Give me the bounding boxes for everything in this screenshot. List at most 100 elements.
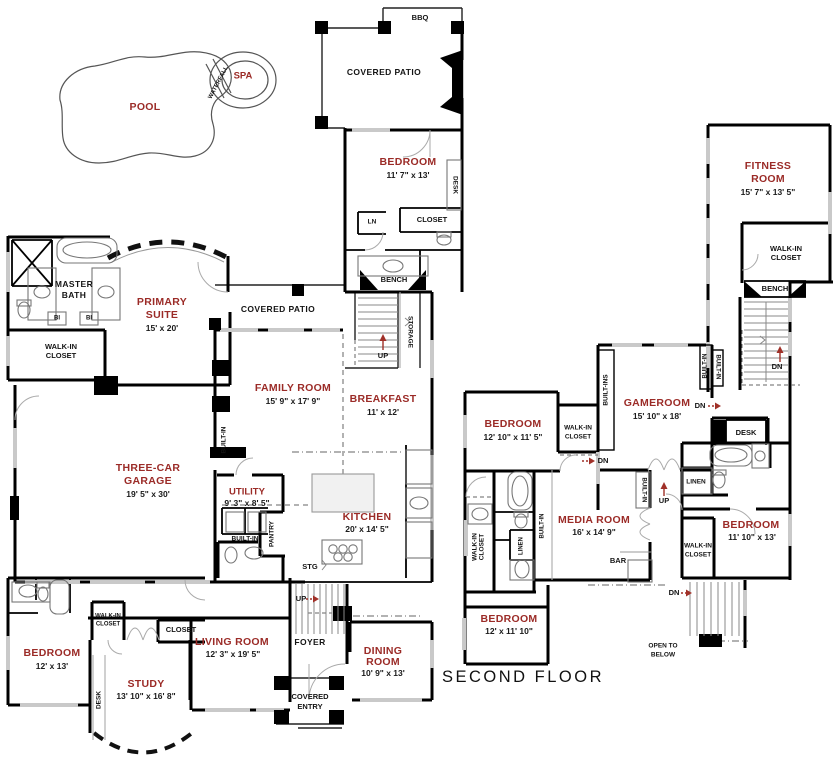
patio-fireplace	[440, 50, 463, 115]
spa-label: SPA	[233, 70, 253, 82]
pool-area	[59, 51, 277, 164]
master-bath-label-2: BATH	[61, 290, 87, 301]
study-dims: 13' 10" x 16' 8"	[116, 691, 176, 702]
master-bath-label-1: MASTER	[54, 279, 94, 290]
bedroom2-bottom-dims: 12' x 11' 10"	[485, 626, 533, 637]
kitchen-dims: 20' x 14' 5"	[345, 524, 389, 535]
bedroom2-right-walk-in-1: WALK-IN	[684, 542, 712, 550]
bedroom2-left-walk-in-2: CLOSET	[564, 433, 592, 441]
gameroom-dn-label: DN	[694, 400, 706, 410]
hall-built-in-label: BUILT-IN	[640, 477, 647, 503]
primary-suite-arch	[106, 239, 230, 261]
hall-up-label: UP	[658, 495, 670, 505]
bedroom2-bottom-label: BEDROOM	[480, 613, 538, 626]
bedroom-left-label: BEDROOM	[23, 647, 81, 660]
family-fireplace-left	[212, 360, 230, 376]
pantry-label: PANTRY	[268, 521, 276, 547]
floor1-fixtures	[11, 159, 462, 740]
living-room-dims: 12' 3" x 19' 5"	[205, 649, 261, 660]
desk2-label: DESK	[735, 427, 757, 437]
family-built-in-label: BUILT-IN	[220, 426, 228, 454]
hall-linen-label: LINEN	[686, 478, 706, 486]
garage-label-1: THREE-CAR	[115, 462, 181, 475]
bench2-label: BENCH	[761, 283, 789, 293]
floor1-stairs	[295, 297, 411, 634]
pool-outline	[59, 51, 232, 164]
mid-stairs-up-label: UP	[377, 350, 389, 360]
up-arrow-mid-stairs	[379, 334, 387, 350]
bedroom2-left-label: BEDROOM	[484, 418, 542, 431]
fitness-room-label-1: FITNESS	[744, 160, 792, 173]
bench-wedge-left	[360, 270, 378, 290]
bench2-wedge-right	[788, 281, 806, 297]
built-in-abbr-left: BI	[54, 315, 60, 322]
fitness-room-dims: 15' 7" x 13' 5"	[740, 187, 796, 198]
master-walk-in-label-2: CLOSET	[45, 350, 77, 360]
foyer-label: FOYER	[294, 637, 326, 648]
fitness-walk-in-label-1: WALK-IN	[769, 243, 803, 253]
built-ins-label: BUILT-INS	[602, 374, 610, 406]
fitness-walk-in-label-2: CLOSET	[770, 252, 802, 262]
garage-dims: 19' 5" x 30'	[126, 489, 170, 500]
floor2-dashed-lines	[466, 330, 800, 642]
bedroom-desk-label: DESK	[95, 690, 103, 710]
gameroom-dims: 15' 10" x 18'	[632, 411, 682, 422]
desk-label: DESK	[451, 175, 459, 195]
bench2-wedge-left	[744, 281, 762, 297]
kitchen-label: KITCHEN	[342, 511, 392, 524]
master-walk-in-label-1: WALK-IN	[44, 341, 78, 351]
foyer-stairs-up-label: UP	[295, 593, 307, 603]
floor2-fixtures	[467, 443, 770, 583]
bedroom-top-dims: 11' 7" x 13'	[386, 170, 430, 181]
dn-arrow-top-stairs	[776, 346, 784, 362]
floor2-windows	[462, 138, 832, 650]
spa-inner	[221, 60, 269, 100]
primary-suite-label-1: PRIMARY	[136, 296, 188, 309]
bench-label: BENCH	[380, 274, 408, 284]
floor2-walls	[463, 123, 833, 666]
waterfall-channel	[205, 58, 232, 99]
floor1-windows	[6, 60, 464, 712]
gameroom-label: GAMEROOM	[623, 397, 691, 410]
bbq-label: BBQ	[411, 12, 429, 22]
bedroom-walk-in-label-2: CLOSET	[95, 621, 121, 628]
dining-room-dims: 10' 9" x 13'	[361, 668, 405, 679]
spa-outer	[209, 51, 277, 109]
media-room-label: MEDIA ROOM	[557, 514, 631, 527]
fitness-room-label-2: ROOM	[751, 173, 785, 186]
built-in-b-label: BUILT-IN	[714, 354, 721, 380]
bedroom2-right-label: BEDROOM	[722, 519, 780, 532]
floor1-walls	[6, 26, 464, 733]
media-room-dims: 16' x 14' 9"	[572, 527, 616, 538]
dn-arrow-bottom-stairs	[681, 589, 692, 597]
dining-room-label-1: DINING	[363, 645, 403, 658]
breakfast-dims: 11' x 12'	[367, 407, 399, 418]
media-linen-label: LINEN	[518, 537, 525, 555]
utility-built-in-label: BUILT-IN	[231, 535, 259, 543]
floor2-doors	[465, 253, 759, 541]
covered-patio-mid-label: COVERED PATIO	[240, 304, 316, 315]
dn-arrow-bedroom-left	[582, 457, 595, 465]
built-in-abbr-right: BI	[86, 315, 92, 322]
utility-label: UTILITY	[229, 486, 265, 498]
bedroom-walk-in-label-1: WALK-IN	[95, 613, 121, 620]
bottom-stairs-dn-label: DN	[668, 587, 680, 597]
study-closet-label: CLOSET	[165, 624, 197, 634]
stair-arrows	[306, 334, 784, 603]
second-floor-title: SECOND FLOOR	[441, 667, 605, 686]
bench-wedge-right	[408, 270, 426, 290]
built-in-a-label: BUILT-IN	[702, 353, 709, 379]
floor1-thin-walls	[215, 7, 463, 729]
pool-label: POOL	[129, 101, 161, 114]
open-to-below-label-2: BELOW	[650, 651, 676, 659]
bedroom-left-dims: 12' x 13'	[35, 661, 69, 672]
family-room-label: FAMILY ROOM	[254, 382, 332, 395]
covered-entry-label-1: COVERED	[291, 691, 329, 701]
up-arrow-hall	[660, 482, 668, 496]
closet-top-label: CLOSET	[416, 214, 448, 224]
floor1-doors	[14, 129, 431, 701]
utility-dims: 9' 3" x 8' 5"	[224, 498, 270, 509]
bedroom2-right-dims: 11' 10" x 13'	[728, 532, 776, 543]
